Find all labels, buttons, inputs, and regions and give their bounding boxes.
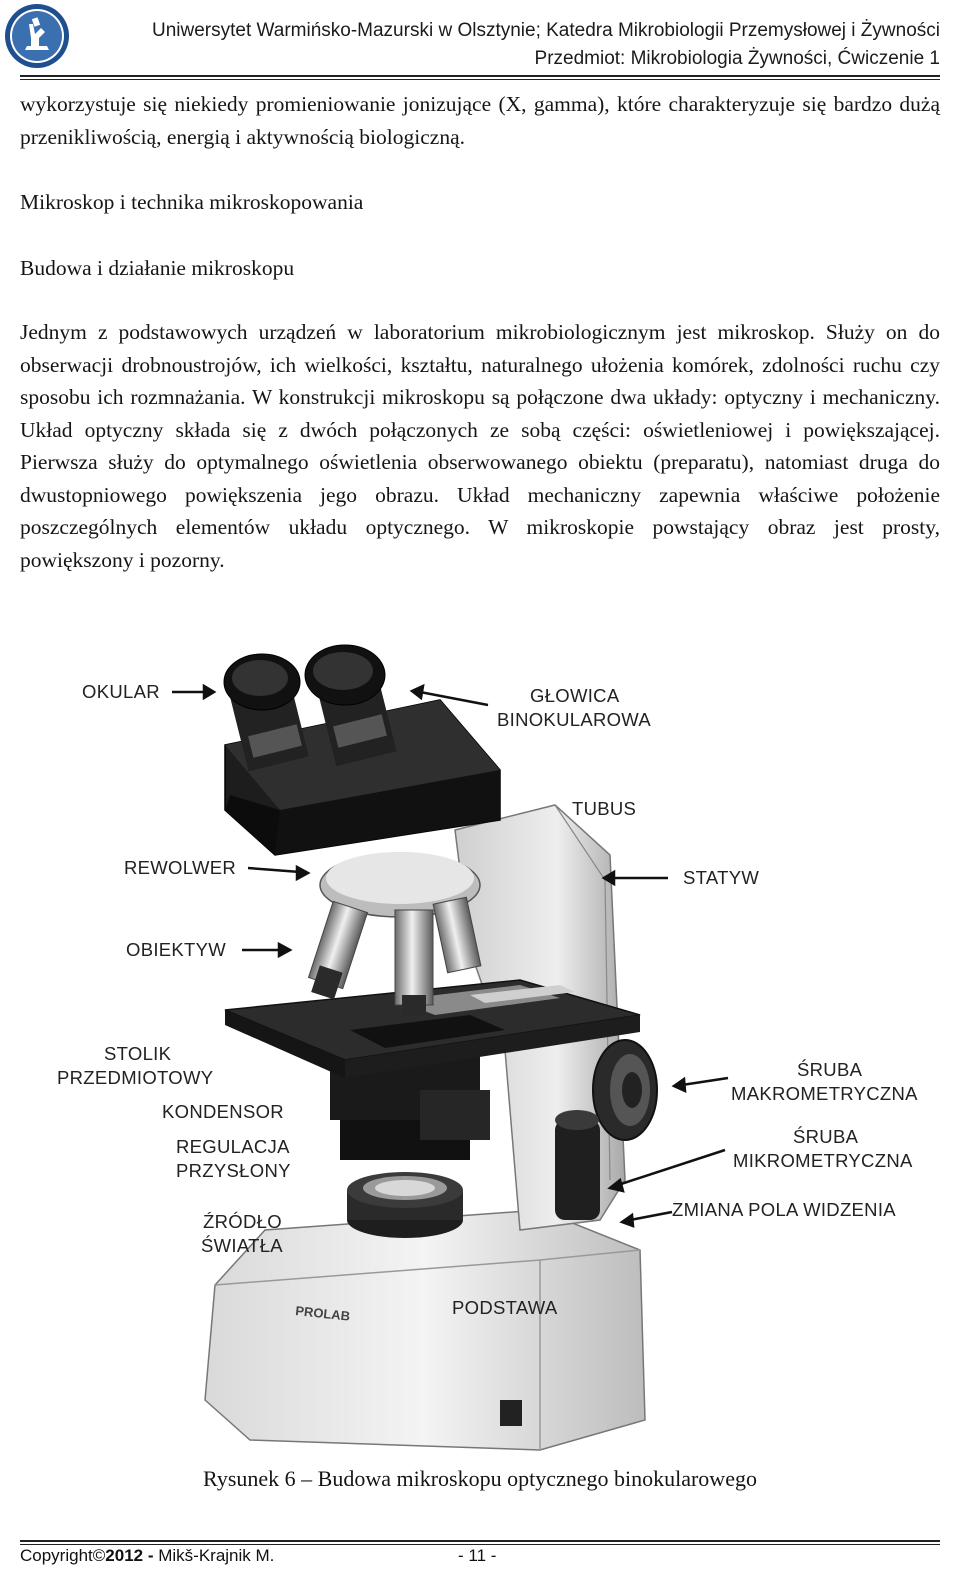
label-binokularowa: BINOKULAROWA (497, 709, 652, 730)
label-obiektyw: OBIEKTYW (126, 939, 227, 960)
label-swiatla: ŚWIATŁA (201, 1235, 283, 1256)
header-subject: Przedmiot: Mikrobiologia Żywności, Ćwicz… (534, 48, 940, 69)
section-heading: Mikroskop i technika mikroskopowania (20, 190, 364, 214)
objective-lenses (307, 896, 482, 1015)
label-sruba-makro: ŚRUBA (797, 1059, 863, 1080)
footer-copyright: Copyright©2012 - Mikš-Krajnik M. (20, 1546, 274, 1566)
label-zrodlo: ŹRÓDŁO (203, 1211, 282, 1232)
intro-paragraph: wykorzystuje się niekiedy promieniowanie… (20, 92, 940, 149)
label-okular: OKULAR (82, 681, 160, 702)
page-number: - 11 - (458, 1546, 497, 1565)
microscope-figure: PROLAB (0, 620, 960, 1470)
footer-divider (20, 1540, 940, 1542)
subsection-heading: Budowa i działanie mikroskopu (20, 256, 295, 280)
label-przedmiotowy: PRZEDMIOTOWY (57, 1067, 214, 1088)
microscope-illustration: PROLAB (172, 644, 729, 1451)
eyepieces (223, 644, 397, 772)
label-mikrometryczna: MIKROMETRYCZNA (733, 1150, 913, 1171)
footer-divider-thin (20, 1544, 940, 1545)
label-arrows (172, 683, 729, 1228)
label-sruba-mikro: ŚRUBA (793, 1126, 859, 1147)
copyright-year: 2012 - (105, 1546, 154, 1565)
label-stolik: STOLIK (104, 1043, 172, 1064)
copyright-prefix: Copyright© (20, 1546, 106, 1565)
header-institution: Uniwersytet Warmińsko-Mazurski w Olsztyn… (152, 20, 940, 41)
label-podstawa: PODSTAWA (452, 1297, 558, 1318)
header-divider (20, 75, 940, 77)
label-przyslony: PRZYSŁONY (176, 1160, 291, 1181)
copyright-author: Mikš-Krajnik M. (153, 1546, 275, 1565)
label-zmiana-pola: ZMIANA POLA WIDZENIA (672, 1199, 896, 1220)
label-kondensor: KONDENSOR (162, 1101, 284, 1122)
brand-mark: PROLAB (295, 1303, 351, 1324)
header-divider-thin (20, 79, 940, 80)
body-paragraph: Jednym z podstawowych urządzeń w laborat… (20, 320, 940, 572)
label-statyw: STATYW (683, 867, 760, 888)
label-tubus: TUBUS (572, 798, 637, 819)
figure-caption: Rysunek 6 – Budowa mikroskopu optycznego… (203, 1466, 757, 1491)
page-header: Uniwersytet Warmińsko-Mazurski w Olsztyn… (0, 0, 960, 80)
label-makrometryczna: MAKROMETRYCZNA (731, 1083, 918, 1104)
label-rewolwer: REWOLWER (124, 857, 237, 878)
label-regulacja: REGULACJA (176, 1136, 290, 1157)
label-glowica: GŁOWICA (530, 685, 620, 706)
university-logo-icon (5, 4, 69, 68)
